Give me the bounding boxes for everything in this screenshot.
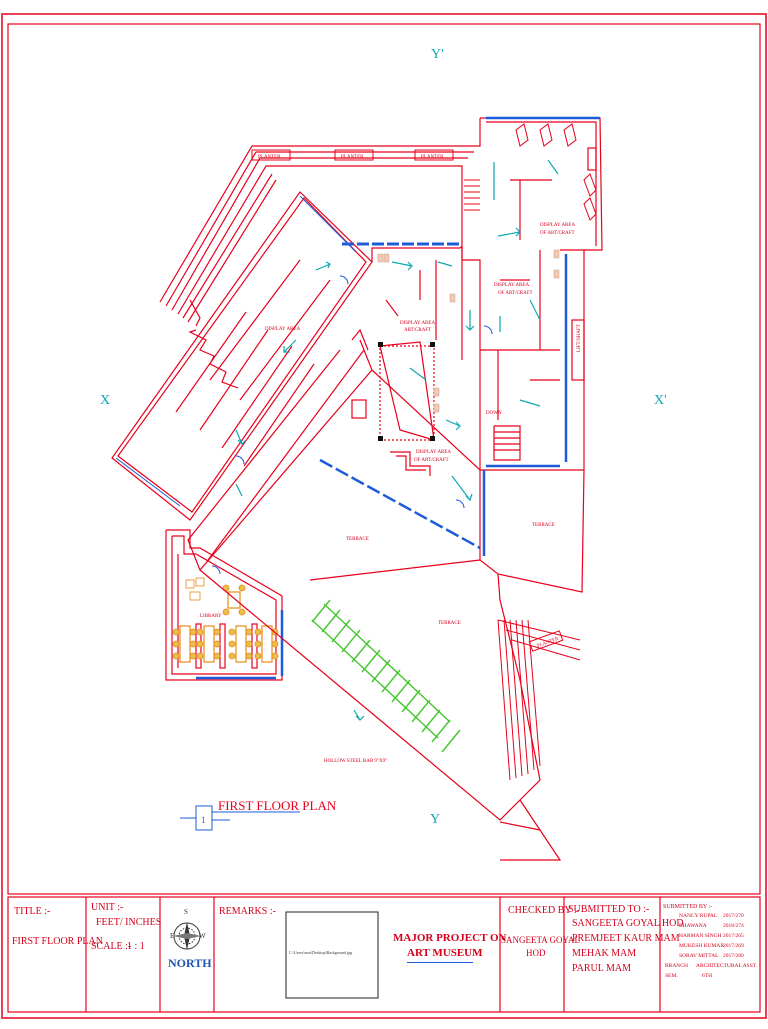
title-label: TITLE :-	[14, 906, 51, 917]
sem-value: 6TH	[702, 973, 713, 979]
planters-top	[251, 149, 454, 161]
display-label-2a: DISPLAY AREA	[400, 321, 435, 326]
student-2-roll: 2018/274	[723, 923, 744, 929]
display-label-4b: OF ART/CRAFT	[540, 231, 575, 236]
student-3-roll: 2017/265	[723, 933, 744, 939]
planter-box-4	[528, 630, 564, 652]
north-compass-icon	[173, 922, 201, 950]
library-tables	[179, 591, 273, 663]
north-corridor	[159, 118, 481, 389]
compass-w: W	[199, 932, 206, 940]
axis-bottom-label: Y	[430, 812, 440, 827]
plan-title: FIRST FLOOR PLAN	[218, 798, 337, 813]
branch-value: ARCHITECTURAL ASST.	[696, 963, 758, 969]
steel-pergola	[311, 599, 461, 753]
compass-e: E	[170, 932, 175, 940]
east-stair-steps	[464, 179, 480, 211]
title-value: FIRST FLOOR PLAN	[12, 936, 103, 947]
remarks-label: REMARKS :-	[219, 906, 276, 917]
student-4-roll: 2017/269	[723, 943, 744, 949]
axis-left-label: X	[100, 393, 110, 408]
terrace-label-2: TERRACE	[438, 621, 461, 626]
checked-by-role: HOD	[526, 948, 546, 958]
display-label-1: DISPLAY AREA	[265, 327, 300, 332]
planter-label-1: PLANTER	[258, 155, 281, 160]
student-1-name: NANCY RUPAL	[679, 913, 718, 919]
east-display-panels	[515, 123, 597, 221]
down-label: DOWN	[486, 411, 502, 416]
diagonal-corridor	[187, 328, 373, 572]
checked-by-name: SANGEETA GOYAL	[501, 935, 581, 945]
submitted-to-4: PARUL MAM	[572, 963, 631, 974]
sculpture-plinths	[377, 249, 560, 413]
terrace-label-3: TERRACE	[532, 523, 555, 528]
image-caption: C:\Users\asus\Desktop\Background.jpg	[289, 950, 353, 955]
library-label: LIBRARY	[200, 614, 222, 619]
scale-label: SCALE :-	[91, 941, 132, 952]
plan-title-number: 1	[201, 815, 206, 825]
south-steps	[497, 619, 581, 781]
submitted-by-label: SUBMITTED BY :-	[663, 904, 713, 910]
plan-title-block	[180, 805, 300, 831]
scale-value: 1 : 1	[127, 941, 145, 952]
library-lounge	[185, 577, 205, 601]
submitted-to-2: PREMJEET KAUR MAM	[572, 933, 680, 944]
sem-label: SEM.	[665, 973, 678, 979]
axis-right-label: X'	[654, 393, 667, 408]
student-4-name: MUKESH KUMAR	[679, 943, 725, 949]
terrace-outline	[199, 369, 585, 861]
submitted-to-3: MEHAK MAM	[572, 948, 637, 959]
student-2-name: BHAWANA	[679, 923, 707, 929]
submitted-to-1: SANGEETA GOYAL HOD	[572, 918, 684, 929]
west-gallery	[111, 191, 373, 521]
terrace-label-1: TERRACE	[346, 537, 369, 542]
project-line-2: ART MUSEUM	[407, 947, 483, 959]
planter-label-2: PLANTER	[341, 155, 364, 160]
planter-label-3: PLANTER	[421, 155, 444, 160]
project-underline	[407, 962, 473, 963]
display-label-5a: DISPLAY AREA	[494, 283, 529, 288]
branch-label: BRANCH	[665, 963, 688, 969]
terrace-glazing-north	[319, 458, 481, 550]
title-block-frame	[7, 896, 761, 1013]
project-line-1: MAJOR PROJECT ON	[393, 932, 507, 944]
door-swings	[211, 275, 493, 575]
lift-label: LIFT/SHAFT	[577, 324, 582, 352]
west-gallery-glazing	[115, 195, 357, 507]
submitted-to-label: SUBMITTED TO :-	[568, 904, 650, 915]
unit-value: FEET/ INCHES	[96, 917, 162, 928]
outer-border	[1, 13, 767, 1019]
display-label-3a: DISPLAY AREA	[416, 450, 451, 455]
display-label-2b: ART/CRAFT	[404, 328, 431, 333]
display-label-3b: OF ART/CRAFT	[414, 458, 449, 463]
student-1-roll: 2017/270	[723, 913, 744, 919]
student-5-name: SORAV MITTAL	[679, 953, 719, 959]
library-chairs	[172, 584, 279, 660]
compass-s: S	[184, 908, 188, 916]
checked-by-label: CHECKED BY :-	[508, 905, 580, 916]
display-label-5b: OF ART/CRAFT	[498, 291, 533, 296]
display-label-4a: DISPLAY AREA	[540, 223, 575, 228]
unit-label: UNIT :-	[91, 902, 124, 913]
inner-border	[7, 23, 761, 895]
circulation-arrows	[235, 159, 559, 721]
axis-top-label: Y'	[431, 47, 444, 62]
student-5-roll: 2017/280	[723, 953, 744, 959]
library-block	[165, 529, 283, 681]
student-3-name: HARMAN SINGH	[679, 933, 722, 939]
hall-columns	[378, 342, 435, 441]
compass-north-label: NORTH	[168, 956, 212, 970]
steel-label: HOLLOW STEEL BAR 9"X9"	[324, 759, 387, 764]
